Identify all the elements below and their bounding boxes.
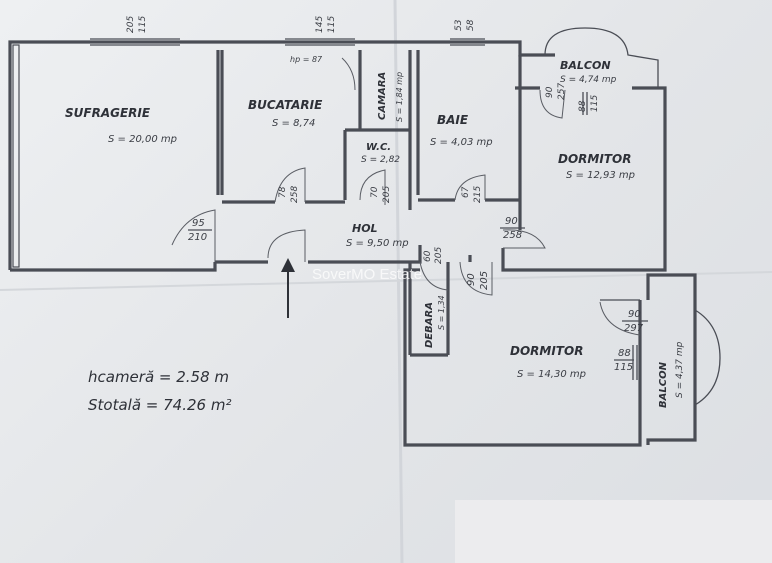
room-name-balcon-top: BALCON — [560, 59, 611, 72]
dim-door-bucatarie-height: 258 — [290, 186, 300, 203]
dim-door-dormitor1-height: 258 — [503, 230, 522, 241]
dim-window-dormitor2-height: 115 — [614, 362, 633, 373]
watermark-text: SoverMO Estate — [312, 266, 422, 283]
dimension-notes: 205 115 145 115 53 58 hp = 87 78 258 70 … — [126, 16, 648, 373]
dim-door-balcon2-height: 297 — [624, 323, 644, 334]
room-name-balcon-right: BALCON — [658, 361, 669, 408]
room-area-sufragerie: S = 20,00 mp — [108, 134, 177, 145]
dim-window-sufragerie-height: 115 — [138, 16, 148, 33]
dim-window-bucatarie-height: 115 — [327, 16, 337, 33]
room-area-baie: S = 4,03 mp — [430, 137, 493, 148]
dim-door-balcon1-height: 257 — [557, 83, 567, 100]
room-name-sufragerie: SUFRAGERIE — [65, 106, 151, 120]
dim-window-baie-height: 58 — [466, 19, 476, 31]
dim-door-dormitor2-width: 90 — [466, 273, 477, 286]
entrance-arrow-icon — [281, 258, 295, 318]
dim-window-bucatarie-width: 145 — [315, 16, 325, 33]
paper-fold-horizontal — [0, 271, 772, 291]
door-swings — [171, 57, 641, 336]
room-name-camara: CAMARA — [377, 72, 388, 120]
dim-window-dormitor1-width: 88 — [578, 100, 588, 112]
walls — [8, 40, 697, 447]
room-name-hol: HOL — [352, 222, 378, 235]
dim-door-dormitor1-width: 90 — [505, 216, 518, 227]
room-area-camara: S = 1,84 mp — [395, 72, 404, 122]
room-area-dormitor-1: S = 12,93 mp — [566, 170, 635, 181]
room-area-debara: S = 1,34 — [437, 295, 446, 330]
dim-door-bucatarie-width: 78 — [278, 186, 288, 198]
dim-window-baie-width: 53 — [454, 19, 464, 31]
room-area-balcon-right: S = 4,37 mp — [675, 341, 685, 398]
paper-corner — [455, 500, 772, 563]
balcony-top-outline — [544, 27, 659, 88]
room-name-debara: DEBARA — [424, 302, 435, 348]
dim-window-dormitor2-width: 88 — [618, 348, 631, 359]
room-name-wc: W.C. — [366, 142, 391, 153]
dim-door-wc-height: 205 — [382, 186, 392, 203]
dim-door-baie-width: 67 — [461, 186, 471, 198]
dim-door-debara-width: 60 — [423, 250, 433, 262]
windows — [90, 38, 640, 380]
room-name-dormitor-2: DORMITOR — [510, 344, 583, 358]
dim-window-sufragerie-width: 205 — [126, 16, 136, 33]
dim-door-balcon1-width: 90 — [545, 86, 555, 98]
dim-door-balcon2-width: 90 — [628, 309, 641, 320]
dim-door-sufragerie-width: 95 — [192, 218, 205, 229]
dim-door-sufragerie-height: 210 — [188, 232, 207, 243]
room-name-bucatarie: BUCATARIE — [248, 98, 323, 112]
ceiling-height-note: hcameră = 2.58 m — [88, 368, 229, 386]
dim-window-dormitor1-height: 115 — [590, 95, 600, 112]
room-area-wc: S = 2,82 — [361, 155, 400, 165]
room-name-baie: BAIE — [437, 113, 469, 127]
dim-hp: hp = 87 — [290, 55, 323, 64]
dim-door-wc-width: 70 — [370, 186, 380, 198]
room-area-balcon-top: S = 4,74 mp — [560, 75, 617, 85]
room-area-dormitor-2: S = 14,30 mp — [517, 369, 586, 380]
total-area-note: Stotală = 74.26 m² — [88, 396, 231, 414]
room-name-dormitor-1: DORMITOR — [558, 152, 631, 166]
dim-door-debara-height: 205 — [434, 247, 444, 264]
room-area-hol: S = 9,50 mp — [346, 238, 409, 249]
dim-door-baie-height: 215 — [473, 186, 483, 203]
room-area-bucatarie: S = 8,74 — [272, 118, 315, 129]
dim-door-dormitor2-height: 205 — [479, 271, 490, 290]
balcony-right-outline — [694, 309, 721, 406]
